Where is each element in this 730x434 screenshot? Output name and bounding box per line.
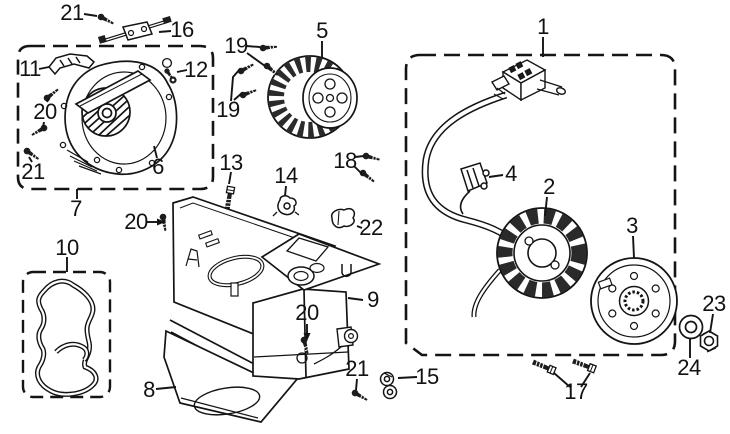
nut-23 (699, 329, 719, 353)
part-label-17: 17 (564, 379, 588, 404)
screw-19-b (261, 60, 281, 78)
cover-gasket (35, 278, 99, 397)
part-label-21-c: 21 (345, 356, 369, 381)
part-label-20-c: 20 (295, 300, 319, 325)
part-label-7: 7 (70, 196, 82, 221)
part-label-4: 4 (505, 161, 517, 186)
screw-19-a (258, 43, 278, 53)
fan-cover-louvers (66, 149, 102, 175)
fan-cover-group-box (16, 44, 215, 191)
part-label-20-a: 20 (33, 99, 57, 124)
part-label-23: 23 (702, 291, 726, 316)
screw-18-b (357, 167, 377, 185)
part-label-6: 6 (152, 154, 164, 179)
part-label-18: 18 (333, 148, 357, 173)
nut-12 (162, 66, 177, 84)
stator (496, 207, 588, 299)
wiring-harness (421, 59, 567, 318)
part-label-21-b: 21 (21, 159, 45, 184)
part-label-24: 24 (677, 355, 701, 380)
screw-21-cover (350, 388, 370, 404)
leader-arrowheads (157, 218, 311, 341)
clip-22 (330, 207, 356, 229)
part-label-22: 22 (359, 215, 383, 240)
screw-20-lower (29, 123, 49, 139)
screw-18-a (361, 151, 381, 164)
part-label-10: 10 (55, 235, 79, 260)
pickup-coil (459, 162, 490, 215)
magneto-group-box (404, 53, 677, 357)
part-label-3: 3 (626, 213, 638, 238)
fan-cover (59, 57, 178, 176)
flywheel-rotor (590, 257, 678, 345)
bolt-13 (222, 185, 236, 212)
cooling-fan (267, 55, 358, 139)
part-label-13: 13 (219, 150, 243, 175)
part-label-19-a: 19 (224, 33, 248, 58)
wire-clamp-15 (379, 371, 398, 400)
bolt-17-a (530, 358, 557, 376)
leader-lines (28, 13, 714, 391)
part-label-15: 15 (415, 364, 439, 389)
harness-connector (490, 59, 567, 102)
washer-24 (678, 314, 704, 340)
screw-21-top (96, 12, 116, 27)
part-label-8: 8 (143, 377, 155, 402)
part-label-2: 2 (543, 174, 555, 199)
stay-rod-bracket (97, 15, 172, 44)
part-label-19-b: 19 (216, 97, 240, 122)
crankcase-cover (163, 196, 382, 423)
clamp-14 (272, 195, 300, 217)
air-guide-bracket (48, 53, 96, 76)
part-label-12: 12 (184, 57, 208, 82)
part-label-20-b: 20 (124, 209, 148, 234)
bolt-17-b (571, 356, 597, 374)
part-label-9: 9 (367, 287, 379, 312)
part-label-1: 1 (537, 14, 549, 39)
part-label-16: 16 (170, 17, 194, 42)
fan-cover-bosses (59, 57, 173, 174)
part-label-21-a: 21 (60, 0, 84, 25)
part-label-5: 5 (316, 18, 328, 43)
part-label-11: 11 (19, 56, 41, 81)
part-label-14: 14 (274, 163, 298, 188)
